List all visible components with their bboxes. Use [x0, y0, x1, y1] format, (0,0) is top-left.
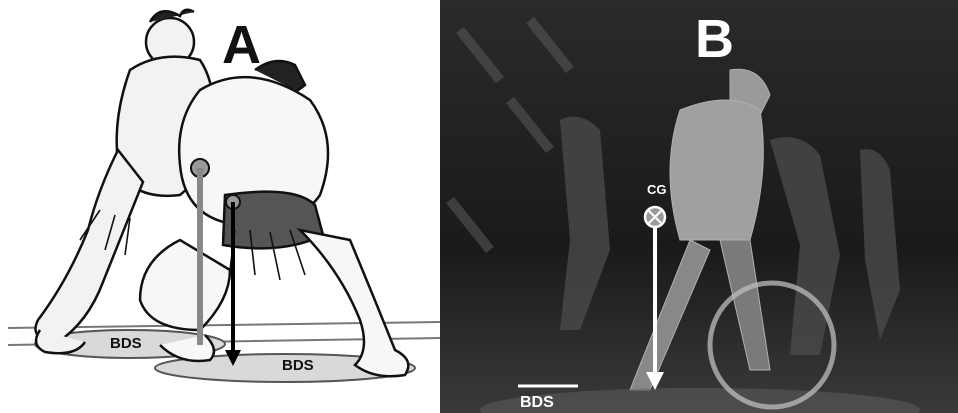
cg-label: CG [647, 182, 667, 197]
sumo-drawing [0, 0, 440, 413]
panel-b-dancer-photo: B [440, 0, 958, 413]
bds-label-b: BDS [520, 394, 554, 412]
panel-letter-b: B [695, 12, 734, 66]
panel-a-sumo-illustration: A [0, 0, 440, 413]
bds-label-right: BDS [282, 357, 314, 374]
bds-label-left: BDS [110, 335, 142, 352]
panel-letter-a: A [222, 18, 261, 72]
